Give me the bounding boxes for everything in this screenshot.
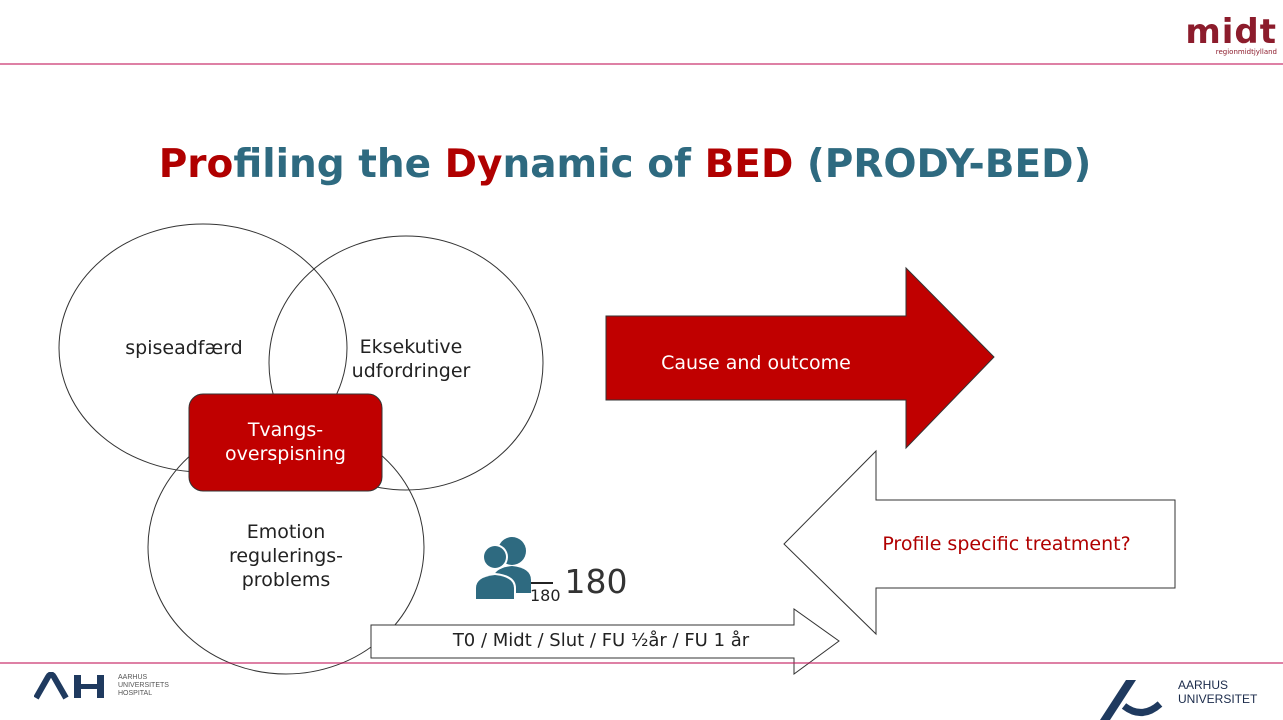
cause-outcome-label: Cause and outcome bbox=[606, 351, 906, 375]
label-text: Cause and outcome bbox=[661, 352, 851, 374]
venn-label-executive: Eksekutive udfordringer bbox=[326, 335, 496, 383]
au-line: UNIVERSITET bbox=[1178, 692, 1258, 706]
center-box bbox=[188, 393, 383, 492]
label-text: Profile specific treatment? bbox=[882, 533, 1131, 555]
auh-line: HOSPITAL bbox=[118, 690, 153, 697]
label-line: Emotion bbox=[246, 521, 326, 543]
participants-icon bbox=[474, 537, 531, 600]
auh-line: AARHUS bbox=[118, 674, 148, 681]
title-part: namic of bbox=[502, 142, 705, 187]
header-divider bbox=[0, 63, 1283, 65]
profile-treatment-arrow bbox=[783, 449, 1176, 636]
auh-text: AARHUS UNIVERSITETS HOSPITAL bbox=[118, 674, 169, 698]
title-part: BED bbox=[704, 142, 794, 187]
footer-divider bbox=[0, 662, 1283, 664]
profile-treatment-label: Profile specific treatment? bbox=[838, 532, 1175, 556]
venn-label-eating: spiseadfærd bbox=[104, 336, 264, 360]
participants-value: 180 bbox=[564, 562, 628, 601]
center-box-label: Tvangs- overspisning bbox=[189, 418, 382, 466]
timeline-arrow bbox=[370, 608, 840, 675]
label-line: udfordringer bbox=[351, 360, 471, 382]
au-logo-mark bbox=[1100, 680, 1163, 720]
title-part: filing the bbox=[233, 142, 445, 187]
title-part: Dy bbox=[444, 142, 503, 187]
auh-logo: AARHUS UNIVERSITETS HOSPITAL bbox=[34, 672, 169, 700]
logo-subtext: regionmidtjylland bbox=[1215, 48, 1277, 56]
label-line: regulerings- bbox=[228, 545, 344, 567]
auh-line: UNIVERSITETS bbox=[118, 682, 169, 689]
slide-title: Profiling the Dynamic of BED (PRODY-BED) bbox=[0, 142, 1250, 187]
au-text: AARHUS UNIVERSITET bbox=[1178, 678, 1257, 706]
auh-logo-mark bbox=[34, 672, 104, 700]
label-text: spiseadfærd bbox=[125, 337, 243, 359]
participants-subscript: 180 bbox=[530, 586, 561, 605]
label-line: problems bbox=[241, 569, 331, 591]
au-logo: AARHUS UNIVERSITET bbox=[1096, 676, 1257, 720]
label-line: overspisning bbox=[225, 443, 346, 465]
title-part: Pro bbox=[158, 142, 234, 187]
label-line: Tvangs- bbox=[247, 419, 324, 441]
timeline-label: T0 / Midt / Slut / FU ½år / FU 1 år bbox=[371, 629, 831, 653]
label-text: T0 / Midt / Slut / FU ½år / FU 1 år bbox=[452, 630, 750, 651]
title-part: (PRODY-BED) bbox=[793, 142, 1092, 187]
venn-label-emotion: Emotion regulerings- problems bbox=[206, 520, 366, 592]
region-midt-logo: midt regionmidtjylland bbox=[1185, 12, 1277, 56]
logo-word: midt bbox=[1185, 12, 1277, 52]
venn-circle-executive bbox=[268, 235, 544, 491]
cause-outcome-arrow bbox=[605, 266, 995, 450]
label-line: Eksekutive bbox=[359, 336, 463, 358]
au-line: AARHUS bbox=[1178, 678, 1229, 692]
